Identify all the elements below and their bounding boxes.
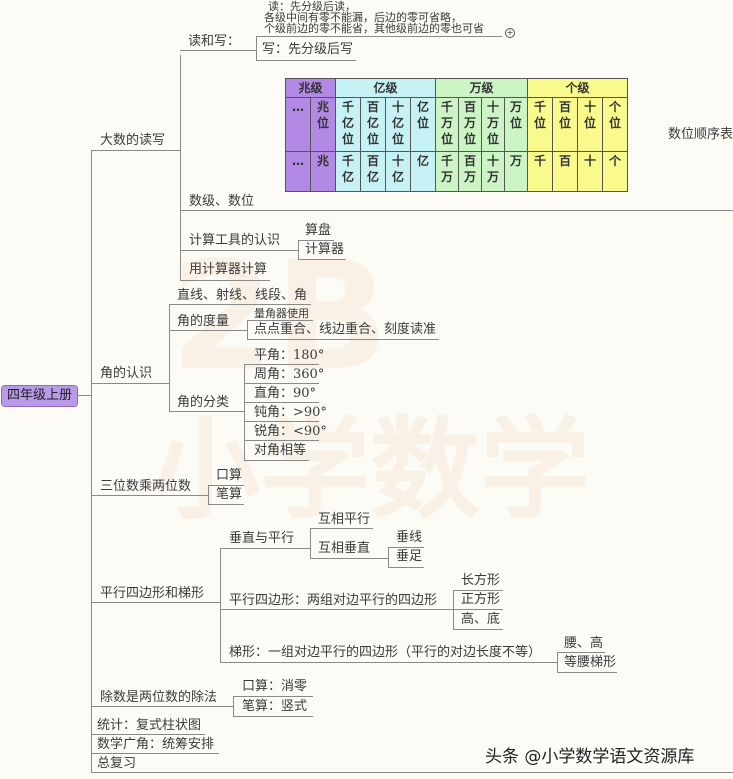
watermark: 小学数学: [150, 406, 590, 534]
read-rule-1: 读：先分级后读，: [268, 0, 356, 13]
node-perp[interactable]: 垂直与平行: [229, 531, 295, 546]
node-measure[interactable]: 角的度量: [177, 314, 230, 329]
footer-attribution: 头条 @小学数学语文资源库: [485, 747, 695, 767]
tool-calculator[interactable]: 计算器: [305, 242, 345, 257]
node-calc[interactable]: 用计算器计算: [189, 262, 268, 277]
multiply-mental[interactable]: 口算: [216, 468, 243, 483]
trap-isosceles[interactable]: 等腰梯形: [564, 655, 617, 670]
divide-mental[interactable]: 口算：消零: [242, 679, 308, 694]
watermark-logo: 2B: [170, 230, 389, 404]
root-node[interactable]: 四年级上册: [1, 385, 78, 407]
node-trapezoid[interactable]: 梯形：一组对边平行的四边形（平行的对边长度不等）: [229, 645, 542, 660]
node-pgram[interactable]: 平行四边形：两组对边平行的四边形: [229, 593, 438, 608]
node-big-numbers[interactable]: 大数的读写: [100, 133, 166, 148]
angle-vertical[interactable]: 对角相等: [254, 443, 307, 458]
angle-full[interactable]: 周角：360°: [254, 367, 325, 382]
place-value-table: 兆级 亿级 万级 个级 … 兆位 千亿位 百亿位 十亿位 亿位 千万位 百万位 …: [285, 78, 628, 192]
node-levels[interactable]: 数级、数位: [189, 194, 255, 209]
node-lines[interactable]: 直线、射线、线段、角: [177, 288, 308, 303]
write-rule: 写：先分级后写: [262, 42, 354, 57]
angle-obtuse[interactable]: 钝角：>90°: [254, 405, 327, 420]
expand-icon[interactable]: +: [505, 28, 515, 38]
table-caption: 数位顺序表: [668, 127, 733, 142]
perp-foot[interactable]: 垂足: [396, 549, 423, 564]
node-parallel[interactable]: 平行四边形和梯形: [100, 586, 205, 601]
pgram-rectangle[interactable]: 长方形: [461, 573, 501, 588]
node-divide[interactable]: 除数是两位数的除法: [100, 690, 218, 705]
pgram-height-base[interactable]: 高、底: [461, 612, 501, 627]
measure-rule[interactable]: 点点重合、线边重合、刻度读准: [254, 322, 437, 337]
node-angles[interactable]: 角的认识: [100, 366, 153, 381]
node-tools[interactable]: 计算工具的认识: [189, 233, 281, 248]
measure-protractor[interactable]: 量角器使用: [254, 307, 309, 320]
node-review[interactable]: 总复习: [97, 756, 137, 771]
perp-perpendicular[interactable]: 互相垂直: [318, 541, 371, 556]
main-spine: [91, 150, 92, 772]
perp-line[interactable]: 垂线: [396, 530, 423, 545]
multiply-written[interactable]: 笔算: [216, 487, 243, 502]
trap-waist-height[interactable]: 腰、高: [564, 636, 604, 651]
pgram-square[interactable]: 正方形: [461, 592, 501, 607]
angle-straight[interactable]: 平角：180°: [254, 348, 325, 363]
node-multiply[interactable]: 三位数乘两位数: [100, 479, 192, 494]
node-classify[interactable]: 角的分类: [177, 395, 230, 410]
angle-right[interactable]: 直角：90°: [254, 386, 317, 401]
node-stats[interactable]: 统计：复式柱状图: [97, 718, 202, 733]
read-rule-2: 各级中间有零不能漏，后边的零可省略，: [264, 11, 462, 24]
read-rule-3: 个级前边的零不能省，其他级前边的零也可省: [264, 22, 484, 35]
node-read-write[interactable]: 读和写：: [188, 34, 241, 49]
divide-written[interactable]: 笔算：竖式: [242, 699, 308, 714]
node-math-wide-angle[interactable]: 数学广角：统筹安排: [97, 737, 215, 752]
perp-parallel[interactable]: 互相平行: [318, 512, 371, 527]
angle-acute[interactable]: 锐角：<90°: [254, 424, 327, 439]
tool-abacus[interactable]: 算盘: [305, 223, 332, 238]
